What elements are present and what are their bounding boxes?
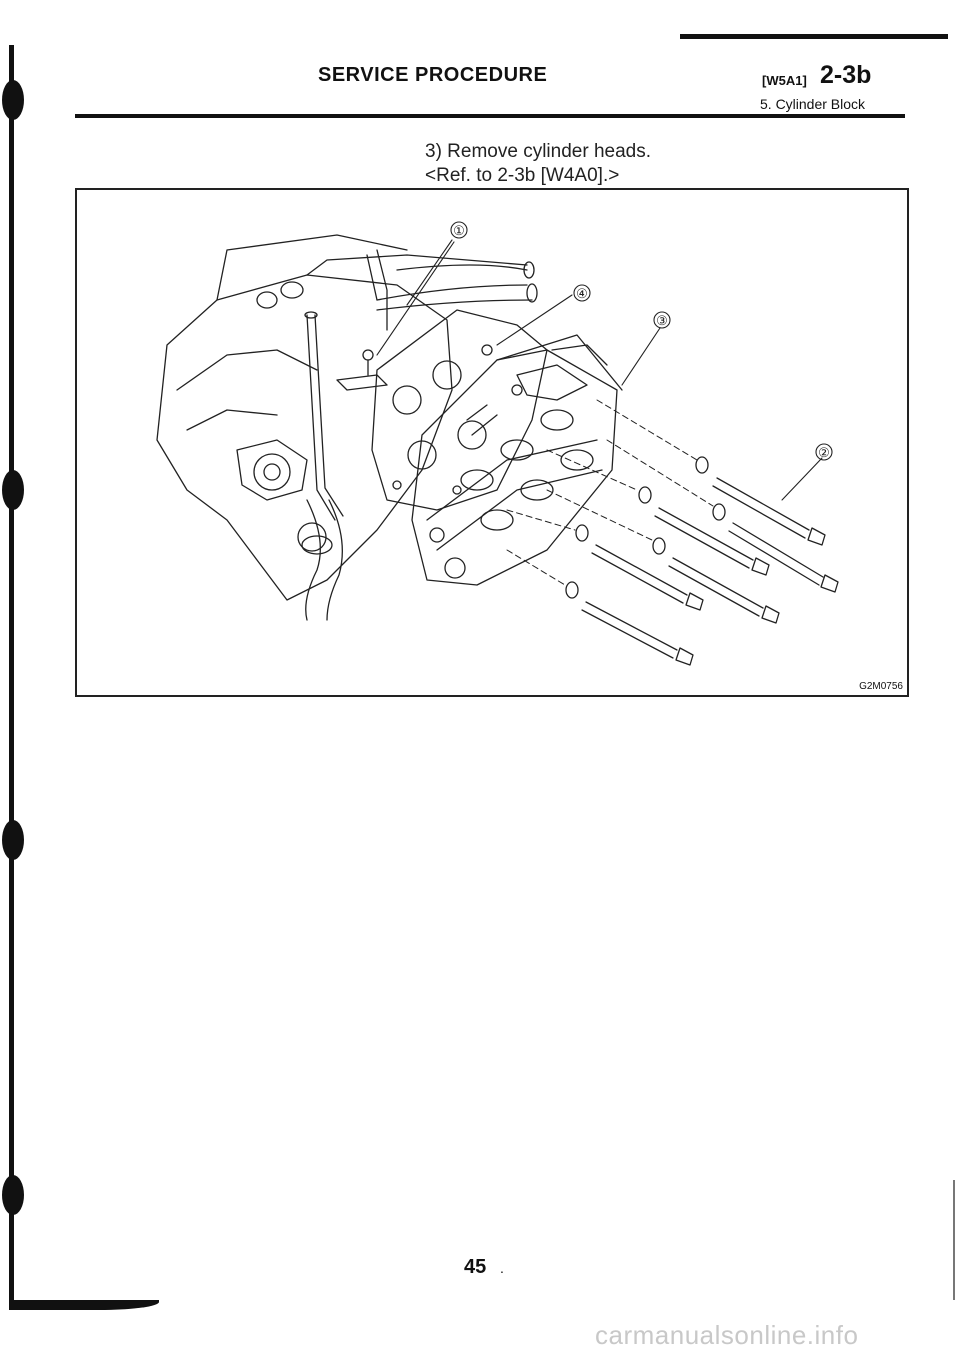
step-reference: <Ref. to 2-3b [W4A0].> — [425, 165, 620, 186]
callout-leaders — [376, 221, 833, 501]
figure-box: ① ② ③ ④ G2M0756 — [75, 188, 909, 697]
punch-hole — [2, 470, 24, 510]
head-gasket-drawing — [371, 309, 548, 511]
callout-3: ③ — [656, 314, 668, 329]
watermark: carmanualsonline.info — [595, 1320, 859, 1350]
engine-block-drawing — [156, 234, 538, 621]
page-mark: . — [500, 1260, 504, 1276]
page-number: 45 — [464, 1256, 487, 1278]
head-bolts-drawing — [506, 399, 839, 666]
page-title: SERVICE PROCEDURE — [318, 64, 548, 86]
section-code: [W5A1] — [762, 73, 807, 88]
binding-line — [9, 45, 14, 1310]
cylinder-head-drawing — [411, 334, 623, 586]
header-rule — [75, 114, 905, 118]
figure-code: G2M0756 — [859, 681, 903, 692]
section-number: 2-3b — [820, 61, 872, 89]
punch-hole — [2, 1175, 24, 1215]
punch-hole — [2, 820, 24, 860]
callout-2: ② — [818, 446, 830, 461]
callout-4: ④ — [576, 287, 588, 302]
section-subtitle: 5. Cylinder Block — [760, 96, 866, 112]
punch-hole — [2, 80, 24, 120]
engine-illustration: ① ② ③ ④ — [156, 221, 839, 666]
step-text: 3) Remove cylinder heads. <Ref. to 2-3b … — [425, 140, 651, 188]
scan-artifact — [953, 1180, 955, 1300]
callout-1: ① — [453, 224, 465, 239]
binding-foot — [9, 1300, 159, 1310]
step-instruction: 3) Remove cylinder heads. — [425, 141, 651, 162]
top-rule — [680, 34, 948, 39]
